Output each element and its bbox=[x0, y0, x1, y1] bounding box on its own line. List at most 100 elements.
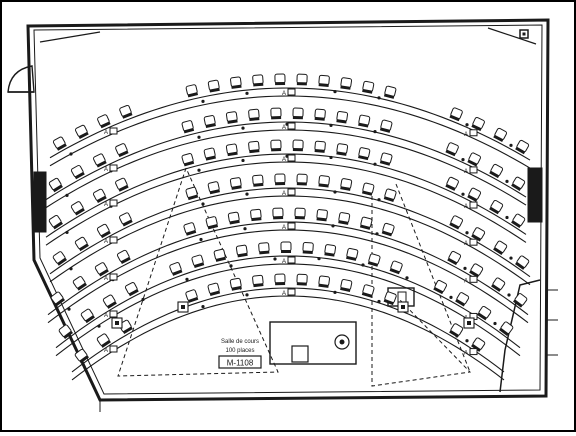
chair-icon bbox=[314, 140, 326, 153]
chair-icon bbox=[383, 188, 397, 203]
chair-icon bbox=[225, 111, 238, 124]
chair-icon bbox=[185, 84, 199, 98]
seat-row-label: A bbox=[282, 291, 286, 297]
seat-row: A A A bbox=[49, 73, 531, 169]
seat-row-label: A bbox=[464, 204, 468, 210]
chair-icon bbox=[318, 275, 330, 288]
seat-row-label: A bbox=[282, 91, 286, 97]
chair-icon bbox=[379, 119, 393, 133]
seat-row-label: A bbox=[464, 278, 468, 284]
projection-lines bbox=[117, 167, 472, 387]
chair-icon bbox=[225, 143, 238, 157]
chair-icon bbox=[471, 227, 486, 242]
chair-icon bbox=[314, 108, 326, 121]
chair-icon bbox=[74, 236, 89, 252]
sink-icon bbox=[334, 334, 350, 350]
room-code: M-1108 bbox=[227, 359, 254, 368]
chair-icon bbox=[116, 249, 131, 265]
chair-icon bbox=[230, 76, 242, 89]
chair-icon bbox=[270, 139, 282, 152]
chair-icon bbox=[493, 240, 508, 255]
chair-icon bbox=[270, 107, 282, 120]
chair-icon bbox=[229, 277, 242, 291]
chair-icon bbox=[511, 176, 526, 191]
chair-icon bbox=[445, 142, 459, 157]
chair-icon bbox=[52, 251, 67, 266]
chair-icon bbox=[181, 120, 195, 134]
chair-icon bbox=[491, 277, 506, 292]
chair-icon bbox=[252, 174, 264, 187]
chair-icon bbox=[449, 323, 464, 338]
chair-icon bbox=[296, 173, 308, 186]
seat-row: A A A bbox=[55, 241, 521, 357]
chair-icon bbox=[471, 337, 486, 352]
seat-row-label: A bbox=[104, 348, 108, 354]
chair-icon bbox=[383, 291, 397, 306]
chair-icon bbox=[340, 279, 353, 292]
chair-icon bbox=[493, 127, 508, 143]
chair-icon bbox=[318, 74, 330, 88]
chair-icon bbox=[252, 274, 264, 288]
chair-icon bbox=[449, 215, 463, 230]
chair-icon bbox=[361, 182, 375, 196]
seat-row: A A A bbox=[47, 207, 529, 324]
chair-icon bbox=[207, 282, 221, 296]
seat-row-label: A bbox=[104, 276, 108, 282]
chair-icon bbox=[102, 294, 117, 309]
seat-row-label: A bbox=[104, 313, 108, 319]
chair-icon bbox=[316, 209, 328, 222]
seat-row-label: A bbox=[282, 125, 286, 131]
chair-icon bbox=[467, 152, 481, 167]
seat-row-label: A bbox=[464, 351, 468, 357]
chair-icon bbox=[511, 213, 526, 229]
seat-row: A A A bbox=[45, 107, 527, 209]
door-swing-icon bbox=[7, 65, 35, 93]
chair-icon bbox=[70, 201, 85, 216]
chair-icon bbox=[302, 241, 314, 255]
chair-icon bbox=[361, 284, 375, 298]
chair-icon bbox=[336, 110, 349, 124]
seat-row-label: A bbox=[282, 191, 286, 197]
room-code-box bbox=[218, 355, 262, 369]
chair-icon bbox=[203, 115, 216, 128]
chair-icon bbox=[489, 163, 504, 179]
building-walls bbox=[26, 18, 558, 412]
room-label-line2: 100 places bbox=[225, 348, 254, 354]
chair-icon bbox=[346, 247, 359, 261]
chair-icon bbox=[362, 80, 375, 94]
chair-icon bbox=[381, 222, 395, 237]
seat-row-label: A bbox=[104, 130, 108, 136]
room-label: Salle de cours 100 places M-1108 bbox=[218, 339, 262, 369]
seat-row-label: A bbox=[464, 241, 468, 247]
chair-icon bbox=[227, 211, 240, 225]
chair-icon bbox=[75, 124, 89, 139]
seat-row-label: A bbox=[104, 202, 108, 208]
chair-icon bbox=[294, 207, 306, 220]
chair-icon bbox=[207, 79, 220, 93]
chair-icon bbox=[477, 305, 492, 321]
chair-icon bbox=[70, 164, 85, 180]
chair-icon bbox=[383, 85, 397, 99]
chair-icon bbox=[169, 262, 183, 276]
seat-row-label: A bbox=[282, 225, 286, 231]
chair-icon bbox=[359, 216, 373, 230]
chair-icon bbox=[124, 282, 139, 297]
chair-icon bbox=[272, 207, 284, 220]
chair-icon bbox=[379, 152, 393, 166]
chair-icon bbox=[203, 147, 216, 161]
chair-icon bbox=[185, 289, 199, 303]
chair-icon bbox=[115, 177, 129, 192]
chair-icon bbox=[52, 136, 67, 151]
chair-icon bbox=[250, 208, 262, 222]
chair-icon bbox=[336, 143, 349, 156]
chair-icon bbox=[94, 262, 109, 277]
chair-icon bbox=[258, 242, 270, 255]
chair-icon bbox=[229, 177, 242, 190]
chair-icon bbox=[338, 212, 351, 225]
chair-icon bbox=[191, 254, 205, 269]
seat-row-label: A bbox=[464, 169, 468, 175]
chair-icon bbox=[50, 291, 65, 307]
seat-row: A A A bbox=[71, 273, 505, 381]
